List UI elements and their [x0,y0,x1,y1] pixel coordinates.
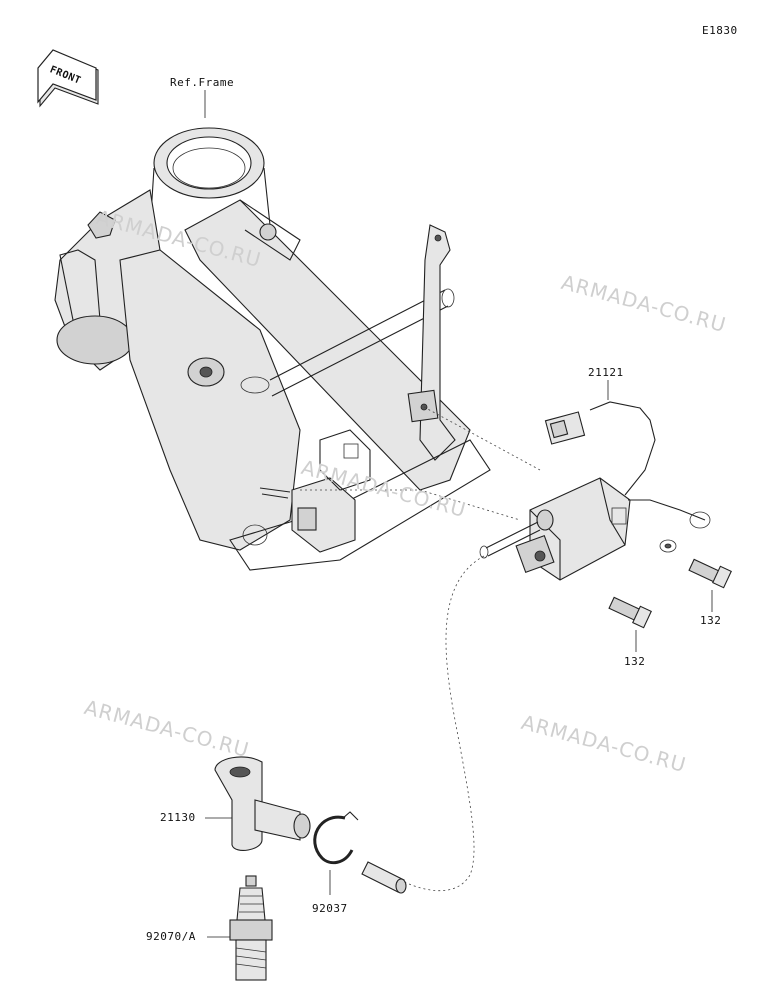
part-number-92070a: 92070/A [146,930,196,943]
bolt-132-a-drawing [688,558,732,589]
frame-drawing [54,127,491,571]
ignition-coil-drawing [479,401,711,581]
boot-drawing [361,861,407,894]
plug-cap-drawing [214,756,311,851]
part-number-21121: 21121 [588,366,624,379]
ref-frame-label: Ref.Frame [170,76,235,89]
part-number-132-a: 132 [700,614,722,627]
clip-drawing [313,811,359,865]
front-arrow-icon [37,49,99,108]
part-number-132-b: 132 [624,655,646,668]
spark-plug-drawing [229,875,273,981]
part-number-92037: 92037 [312,902,348,915]
diagram-code: E1830 [702,24,738,37]
part-number-21130: 21130 [160,811,196,824]
bolt-132-b-drawing [608,596,652,629]
